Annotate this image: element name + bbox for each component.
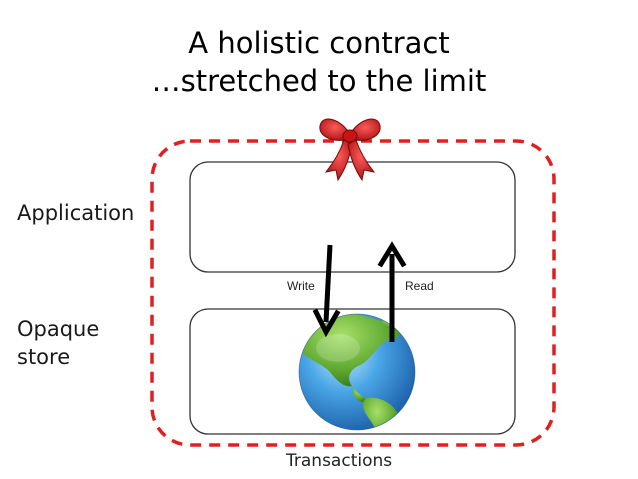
write-arrow — [312, 244, 341, 338]
read-arrow — [377, 241, 407, 342]
globe-icon — [298, 313, 416, 431]
write-label: Write — [287, 279, 315, 293]
title-line-2: …stretched to the limit — [151, 64, 487, 98]
transactions-label: Transactions — [286, 451, 393, 471]
read-label: Read — [405, 279, 434, 293]
opaque-store-label: Opaque store — [17, 317, 100, 369]
application-box — [189, 161, 516, 273]
ribbon-bow-icon — [319, 118, 381, 182]
application-label: Application — [17, 201, 135, 225]
title-line-1: A holistic contract — [188, 26, 450, 60]
